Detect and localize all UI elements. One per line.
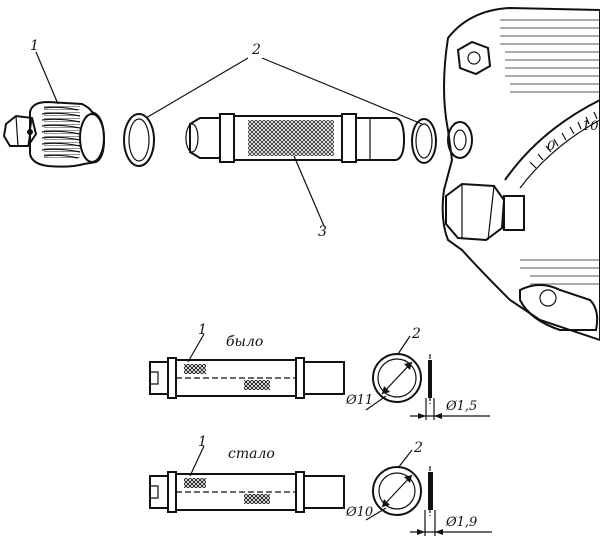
dial-mark-0: 0 bbox=[547, 139, 555, 154]
before-ring-section bbox=[372, 353, 422, 403]
leader-lines-top bbox=[35, 51, 423, 227]
before-diameter-label: Ø11 bbox=[345, 393, 373, 408]
after-diameter-label: Ø10 bbox=[345, 505, 373, 520]
callout-1: 1 bbox=[30, 38, 39, 54]
before-callout-1: 1 bbox=[198, 322, 207, 338]
before-cartridge bbox=[149, 357, 345, 399]
pump-housing: 0 10 bbox=[441, 6, 600, 342]
callout-3: 3 bbox=[318, 224, 327, 240]
filter-cartridge-part-3 bbox=[185, 113, 406, 163]
callout-2: 2 bbox=[251, 42, 261, 58]
dial-ticks bbox=[529, 111, 598, 169]
after-ring-thickness bbox=[410, 466, 492, 536]
dial-mark-10: 10 bbox=[582, 119, 599, 134]
plug-part-1 bbox=[2, 100, 106, 168]
before-ring-thickness bbox=[410, 354, 490, 420]
before-caption: было bbox=[226, 334, 263, 350]
plug-threads bbox=[41, 106, 81, 160]
after-thickness-label: Ø1,9 bbox=[445, 515, 477, 530]
after-cartridge bbox=[149, 471, 345, 513]
after-callout-1: 1 bbox=[198, 434, 207, 450]
after-caption: стало bbox=[228, 446, 275, 462]
before-callout-2: 2 bbox=[411, 326, 421, 342]
washer-right bbox=[411, 118, 437, 164]
after-callout-2: 2 bbox=[413, 440, 423, 456]
before-thickness-label: Ø1,5 bbox=[445, 399, 477, 414]
after-ring-section bbox=[372, 466, 422, 516]
washer-left bbox=[123, 113, 155, 167]
